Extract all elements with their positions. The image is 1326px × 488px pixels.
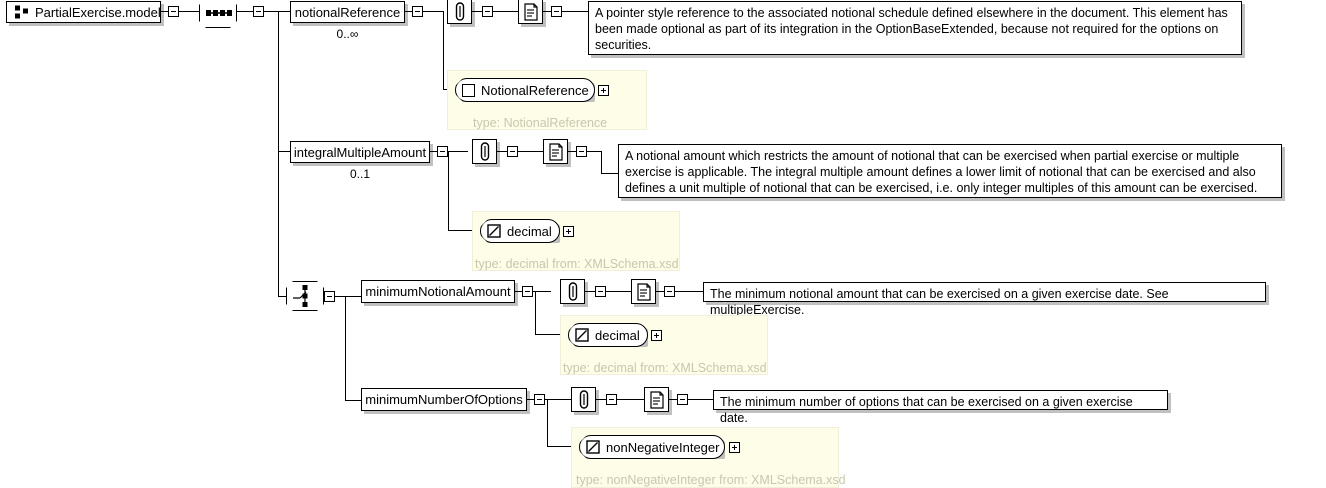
type-box-decimal-2[interactable]: decimal xyxy=(568,323,648,347)
choice-compositor[interactable] xyxy=(286,281,324,311)
cardinality-notionalReference: 0..∞ xyxy=(336,27,359,41)
type-name-decimal-2: decimal xyxy=(595,327,640,343)
type-box-decimal-1[interactable]: decimal xyxy=(480,219,560,243)
toggle-minimumNotionalAmount[interactable] xyxy=(522,286,533,297)
sequence-icon xyxy=(206,10,232,16)
type-name-decimal-1: decimal xyxy=(507,223,552,239)
simple-type-icon xyxy=(586,440,600,454)
element-box-integralMultipleAmount[interactable]: integralMultipleAmount xyxy=(290,141,430,163)
toggle-documentation-minimumNumberOfOptions[interactable] xyxy=(677,394,688,405)
type-name-nonNegativeInteger: nonNegativeInteger xyxy=(606,439,720,455)
documentation-text-minimumNumberOfOptions: The minimum number of options that can b… xyxy=(713,390,1168,425)
documentation-marker-minimumNumberOfOptions[interactable] xyxy=(644,387,669,412)
root-collapse-toggle[interactable] xyxy=(168,6,179,17)
complex-type-icon xyxy=(462,83,475,97)
annotation-icon xyxy=(568,282,577,301)
element-box-notionalReference[interactable]: notionalReference xyxy=(290,1,405,23)
documentation-icon xyxy=(636,282,651,301)
documentation-marker-integralMultipleAmount[interactable] xyxy=(543,139,568,164)
type-expand-decimal-1[interactable] xyxy=(563,226,574,237)
element-name-notionalReference: notionalReference xyxy=(294,4,401,20)
element-name-minimumNotionalAmount: minimumNotionalAmount xyxy=(365,284,511,299)
type-label-NotionalReference: type: NotionalReference xyxy=(473,116,608,130)
simple-type-icon xyxy=(487,224,501,238)
annotation-icon xyxy=(579,390,588,409)
type-label-decimal-2: type: decimal from: XMLSchema.xsd xyxy=(563,361,767,375)
documentation-marker-minimumNotionalAmount[interactable] xyxy=(631,279,656,304)
documentation-string: A notional amount which restricts the am… xyxy=(625,149,1258,195)
documentation-string: The minimum notional amount that can be … xyxy=(710,287,1169,317)
documentation-icon xyxy=(548,142,563,161)
model-group-icon xyxy=(15,5,28,19)
documentation-marker-notionalReference[interactable] xyxy=(518,0,543,24)
annotation-marker-notionalReference[interactable] xyxy=(447,0,472,24)
type-expand-decimal-2[interactable] xyxy=(651,330,662,341)
toggle-annotation-integralMultipleAmount[interactable] xyxy=(507,146,518,157)
toggle-annotation-minimumNotionalAmount[interactable] xyxy=(595,286,606,297)
type-expand-nonNegativeInteger[interactable] xyxy=(729,442,740,453)
type-expand-NotionalReference[interactable] xyxy=(598,85,609,96)
type-name-NotionalReference: NotionalReference xyxy=(481,82,589,98)
toggle-annotation-minimumNumberOfOptions[interactable] xyxy=(606,394,617,405)
root-model-group-box[interactable]: PartialExercise.model xyxy=(6,1,161,23)
type-box-NotionalReference[interactable]: NotionalReference xyxy=(455,78,595,102)
documentation-icon xyxy=(649,390,664,409)
documentation-text-minimumNotionalAmount: The minimum notional amount that can be … xyxy=(703,282,1266,317)
choice-icon xyxy=(293,285,308,307)
toggle-notionalReference[interactable] xyxy=(412,6,423,17)
choice-trunk-line xyxy=(345,296,346,400)
type-label-nonNegativeInteger: type: nonNegativeInteger from: XMLSchema… xyxy=(576,473,846,487)
toggle-minimumNumberOfOptions[interactable] xyxy=(534,394,545,405)
sequence-compositor[interactable] xyxy=(199,0,237,28)
annotation-marker-minimumNotionalAmount[interactable] xyxy=(560,279,585,304)
simple-type-icon xyxy=(575,328,589,342)
sequence-trunk-line xyxy=(278,11,279,296)
toggle-documentation-minimumNotionalAmount[interactable] xyxy=(664,286,675,297)
annotation-marker-minimumNumberOfOptions[interactable] xyxy=(571,387,596,412)
documentation-icon xyxy=(523,2,538,21)
annotation-icon xyxy=(480,142,489,161)
toggle-documentation-integralMultipleAmount[interactable] xyxy=(576,146,587,157)
toggle-integralMultipleAmount[interactable] xyxy=(437,146,448,157)
sequence-collapse-toggle[interactable] xyxy=(253,6,264,17)
type-box-nonNegativeInteger[interactable]: nonNegativeInteger xyxy=(579,435,725,459)
type-label-decimal-1: type: decimal from: XMLSchema.xsd xyxy=(475,257,679,271)
documentation-string: The minimum number of options that can b… xyxy=(720,395,1133,425)
annotation-icon xyxy=(455,2,464,21)
root-model-group-label: PartialExercise.model xyxy=(35,4,161,20)
toggle-documentation-notionalReference[interactable] xyxy=(551,6,562,17)
element-name-minimumNumberOfOptions: minimumNumberOfOptions xyxy=(365,392,523,407)
choice-collapse-toggle[interactable] xyxy=(324,291,335,302)
documentation-string: A pointer style reference to the associa… xyxy=(595,6,1228,52)
element-box-minimumNotionalAmount[interactable]: minimumNotionalAmount xyxy=(361,280,515,303)
documentation-text-notionalReference: A pointer style reference to the associa… xyxy=(588,1,1242,55)
documentation-text-integralMultipleAmount: A notional amount which restricts the am… xyxy=(618,144,1282,198)
element-box-minimumNumberOfOptions[interactable]: minimumNumberOfOptions xyxy=(361,388,527,411)
element-name-integralMultipleAmount: integralMultipleAmount xyxy=(293,144,427,160)
toggle-annotation-notionalReference[interactable] xyxy=(482,6,493,17)
annotation-marker-integralMultipleAmount[interactable] xyxy=(472,139,497,164)
cardinality-integralMultipleAmount: 0..1 xyxy=(349,167,370,181)
